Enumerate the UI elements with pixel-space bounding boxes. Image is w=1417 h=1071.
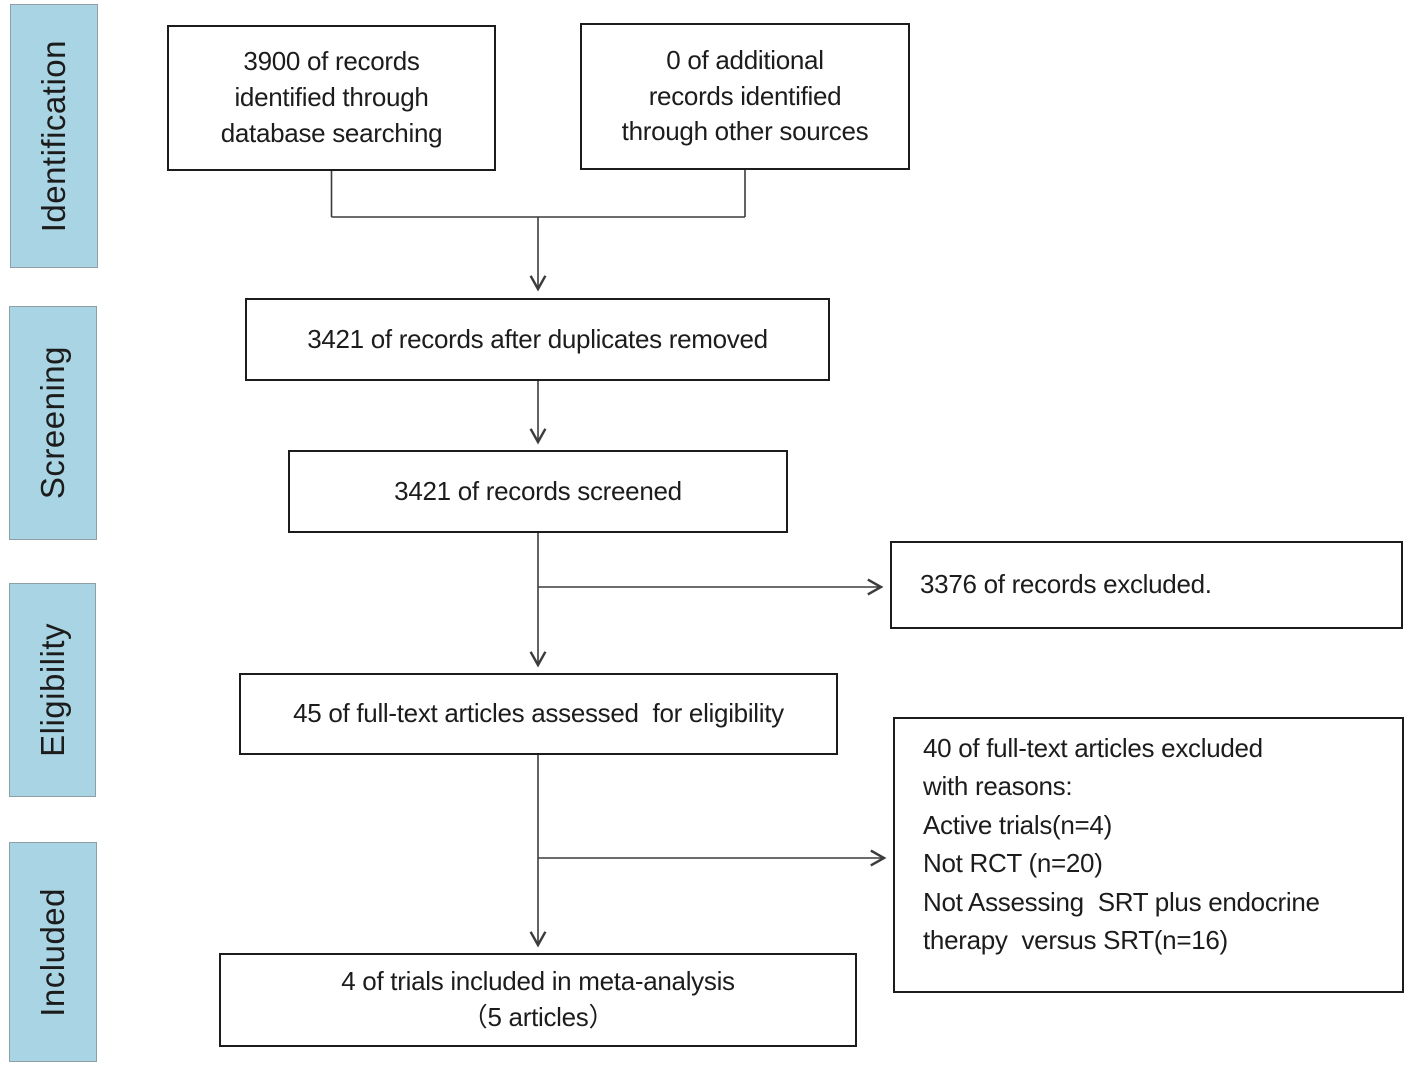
box-fulltext-assessed: 45 of full-text articles assessed for el… — [239, 673, 838, 755]
box-fulltext-excluded-reasons: 40 of full-text articles excluded with r… — [893, 717, 1404, 993]
stage-label-screening: Screening — [9, 306, 97, 540]
box-records-identified-database: 3900 of records identified through datab… — [167, 25, 496, 171]
box-records-after-duplicates-removed-text: 3421 of records after duplicates removed — [307, 323, 768, 354]
box-fulltext-assessed-text: 45 of full-text articles assessed for el… — [293, 698, 784, 729]
stage-label-eligibility: Eligibility — [9, 583, 96, 797]
stage-label-identification: Identification — [10, 4, 98, 268]
stage-label-identification-text: Identification — [35, 39, 72, 233]
box-records-identified-other-sources-text: 0 of additional records identified throu… — [621, 44, 869, 147]
box-trials-included-meta-analysis: 4 of trials included in meta-analysis （5… — [219, 953, 857, 1047]
stage-label-included-text: Included — [34, 887, 71, 1017]
stage-label-screening-text: Screening — [34, 346, 71, 500]
box-records-identified-other-sources: 0 of additional records identified throu… — [580, 23, 910, 170]
box-trials-included-meta-analysis-text: 4 of trials included in meta-analysis （5… — [341, 966, 735, 1032]
box-records-identified-database-text: 3900 of records identified through datab… — [220, 46, 443, 148]
stage-label-eligibility-text: Eligibility — [33, 623, 71, 757]
box-records-screened: 3421 of records screened — [288, 450, 788, 533]
box-records-after-duplicates-removed: 3421 of records after duplicates removed — [245, 298, 830, 381]
box-records-excluded: 3376 of records excluded. — [890, 541, 1403, 629]
stage-label-included: Included — [9, 842, 97, 1062]
box-records-screened-text: 3421 of records screened — [394, 475, 682, 506]
box-records-excluded-text: 3376 of records excluded. — [920, 569, 1212, 600]
box-fulltext-excluded-reasons-text: 40 of full-text articles excluded with r… — [923, 733, 1320, 956]
